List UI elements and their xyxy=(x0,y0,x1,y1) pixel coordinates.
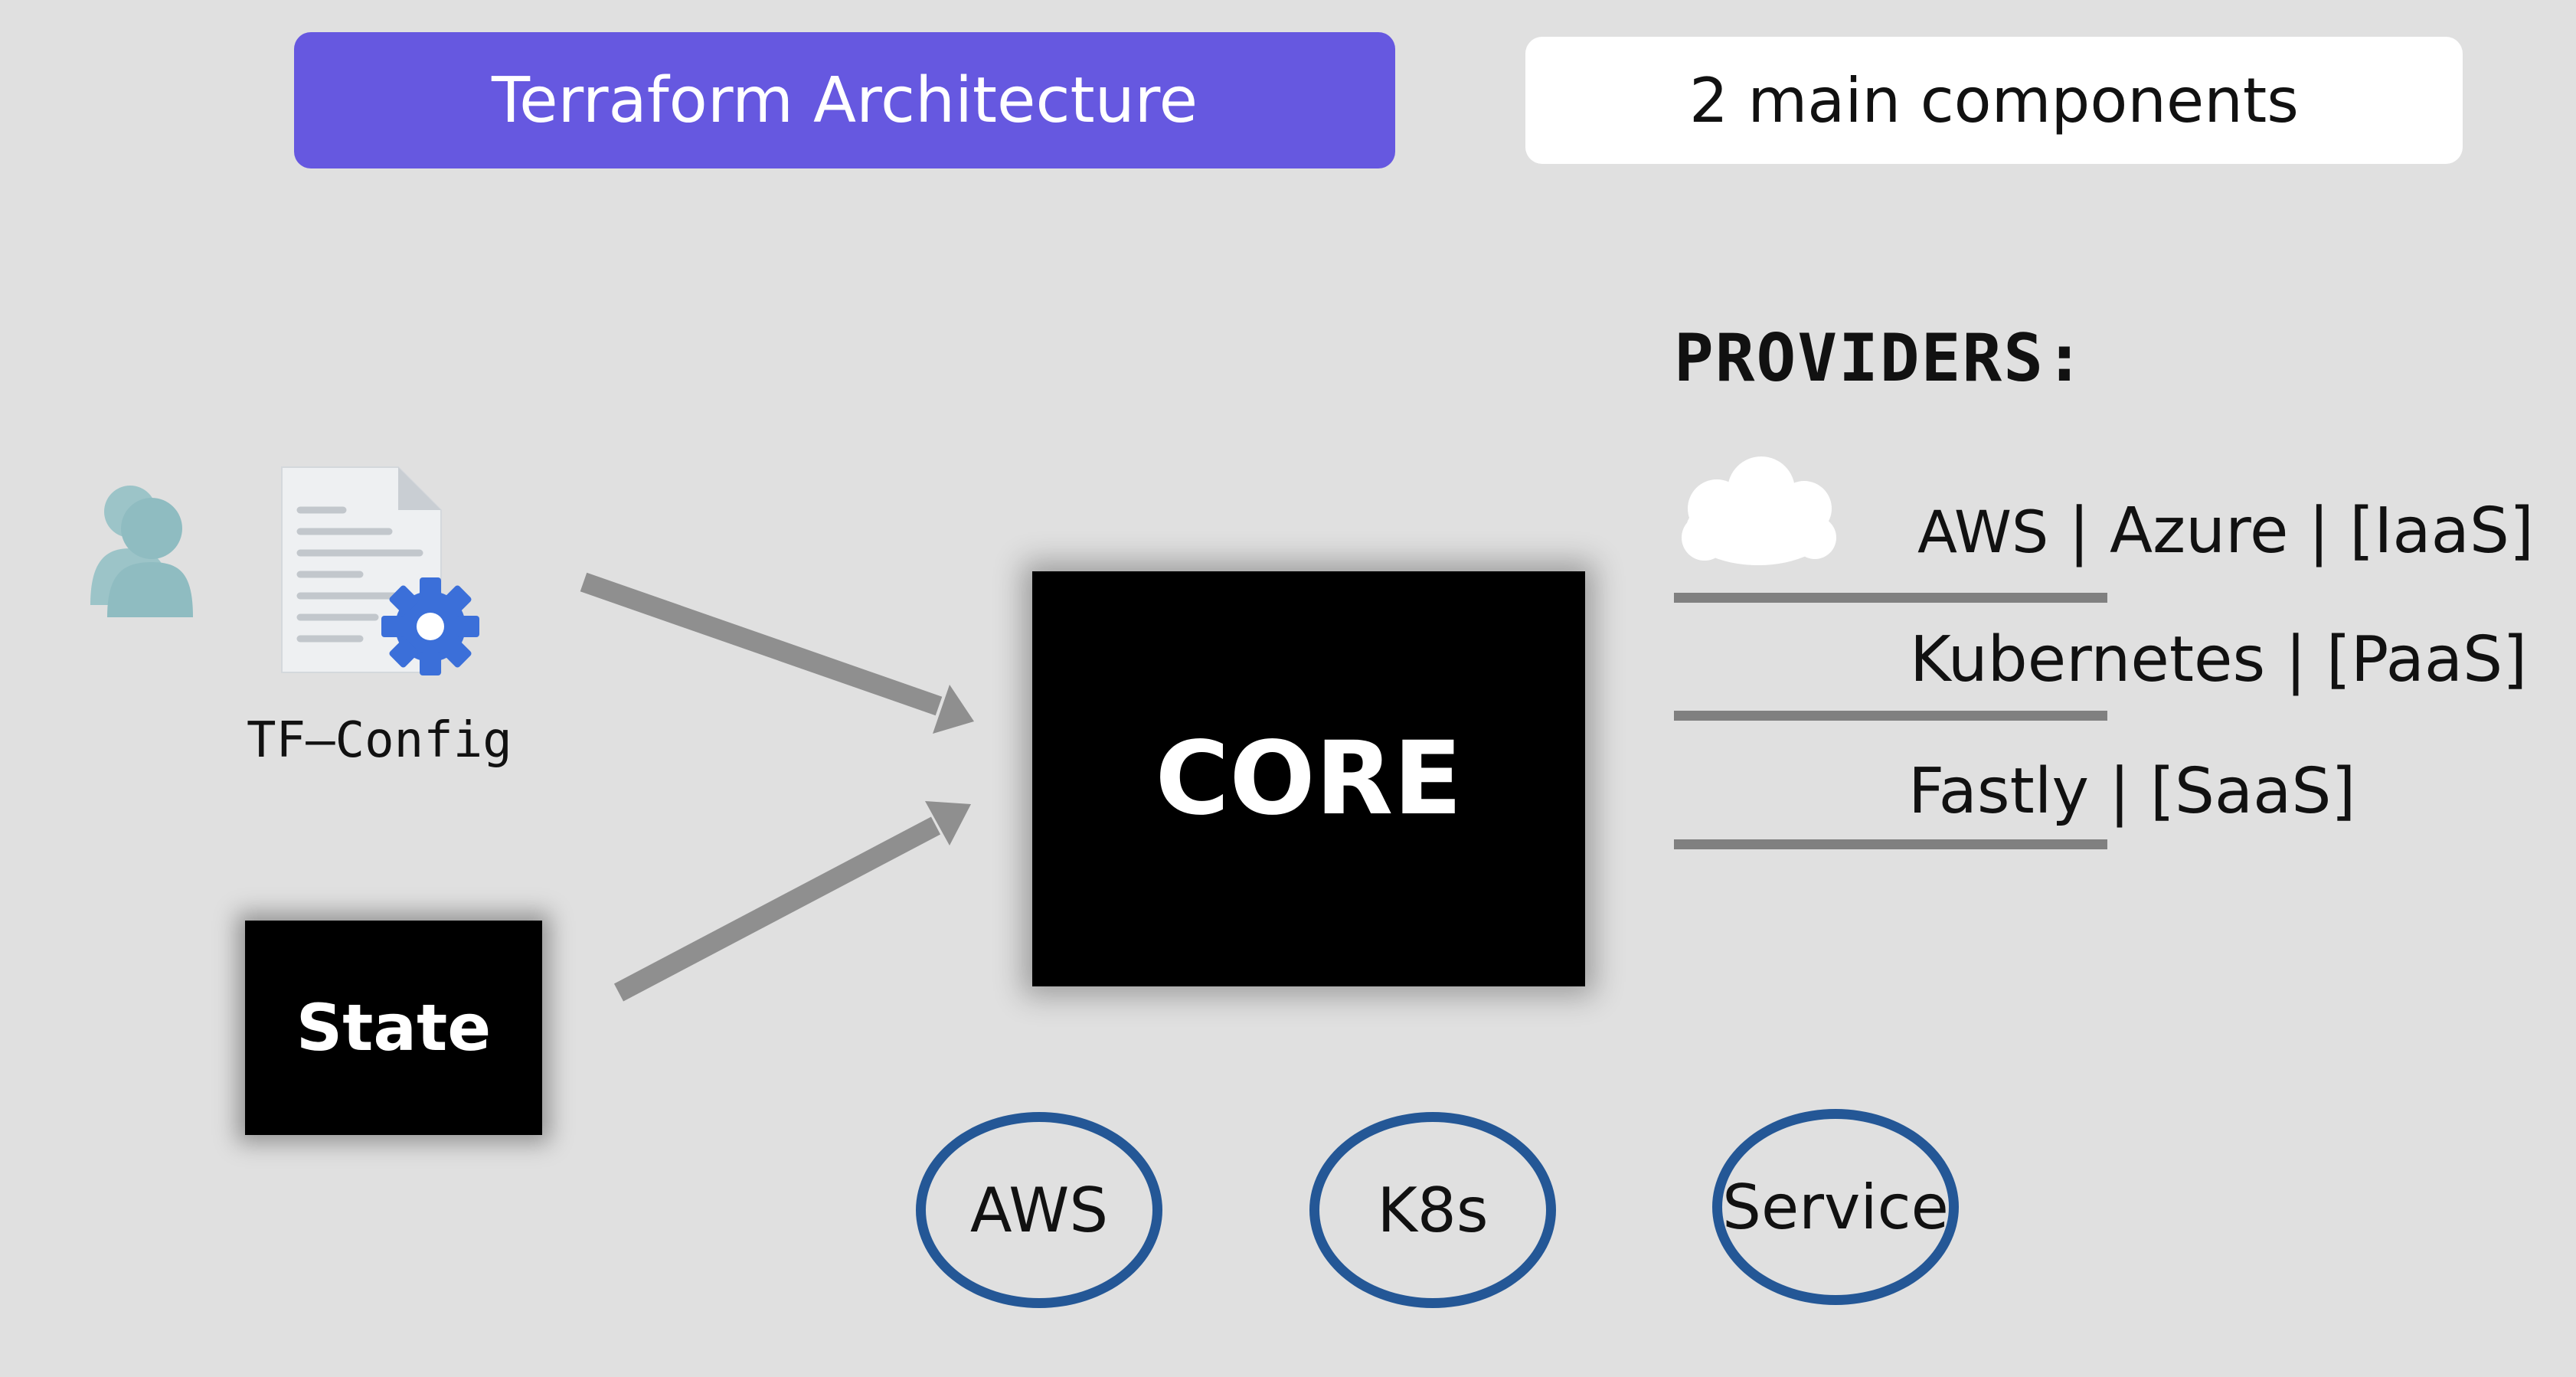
cloud-icon xyxy=(1682,456,1836,565)
arrow-config-to-core xyxy=(580,572,974,734)
provider-aws-label: AWS xyxy=(1917,498,2049,566)
target-service-bubble: Service xyxy=(1712,1109,1959,1305)
subtitle-banner: 2 main components xyxy=(1525,37,2463,164)
arrow-state-to-core xyxy=(613,801,971,1002)
state-label: State xyxy=(296,990,492,1065)
provider-row-paas: Kubernetes | [PaaS] xyxy=(1910,623,2528,696)
core-box: CORE xyxy=(1032,571,1585,986)
provider-divider xyxy=(1674,839,2107,849)
target-label: AWS xyxy=(969,1174,1109,1246)
title-banner: Terraform Architecture xyxy=(294,32,1395,168)
provider-divider xyxy=(1674,711,2107,721)
core-label: CORE xyxy=(1155,720,1463,838)
target-label: K8s xyxy=(1377,1174,1489,1246)
users-icon xyxy=(90,486,193,617)
provider-row-iaas: AWS | Azure | [IaaS] xyxy=(1917,495,2534,567)
provider-azure-label: | Azure | [IaaS] xyxy=(2068,495,2534,567)
tf-config-label: TF–Config xyxy=(247,712,512,769)
target-k8s-bubble: K8s xyxy=(1309,1112,1556,1308)
providers-heading: PROVIDERS: xyxy=(1674,320,2086,397)
provider-divider xyxy=(1674,593,2107,603)
target-aws-bubble: AWS xyxy=(916,1112,1162,1308)
state-box: State xyxy=(245,921,542,1135)
gear-icon xyxy=(381,577,479,675)
provider-row-saas: Fastly | [SaaS] xyxy=(1908,755,2356,828)
target-label: Service xyxy=(1722,1171,1949,1243)
